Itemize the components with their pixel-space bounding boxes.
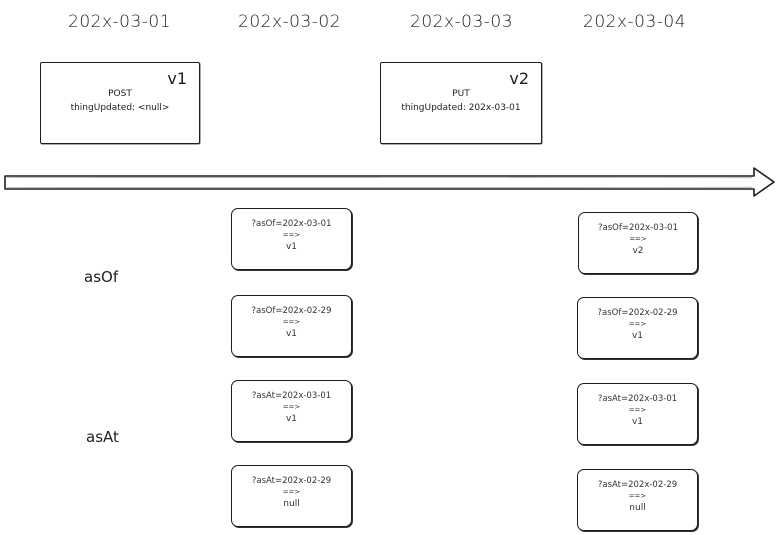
- query-text: ?asOf=202x-02-29: [597, 308, 678, 318]
- version-label: v1: [167, 69, 187, 88]
- arrow-text: ==>: [628, 406, 647, 414]
- query-text: ?asAt=202x-03-01: [251, 391, 332, 401]
- result-text: null: [629, 503, 646, 513]
- thing-updated: thingUpdated: <null>: [70, 103, 170, 113]
- result-text: v1: [285, 329, 298, 339]
- version-box-v2: v2 PUT thingUpdated: 202x-03-01: [380, 62, 542, 144]
- query-box: ?asAt=202x-03-01 ==> v1: [577, 383, 698, 445]
- query-box: ?asOf=202x-03-01 ==> v1: [231, 208, 352, 270]
- http-method: POST: [108, 89, 132, 99]
- query-text: ?asOf=202x-02-29: [251, 306, 332, 316]
- arrow-text: ==>: [628, 320, 647, 328]
- date-label-0301: 202x-03-01: [68, 12, 172, 32]
- query-box: ?asOf=202x-02-29 ==> v1: [231, 295, 352, 357]
- arrow-text: ==>: [282, 318, 301, 326]
- result-text: v1: [631, 331, 644, 341]
- http-method: PUT: [452, 89, 470, 99]
- version-box-v1: v1 POST thingUpdated: <null>: [40, 62, 200, 144]
- query-text: ?asAt=202x-02-29: [251, 476, 332, 486]
- thing-updated: thingUpdated: 202x-03-01: [401, 103, 521, 113]
- result-text: v1: [285, 242, 298, 252]
- result-text: v1: [631, 417, 644, 427]
- query-text: ?asOf=202x-03-01: [598, 223, 678, 233]
- result-text: v2: [632, 246, 644, 256]
- arrow-text: ==>: [282, 403, 301, 411]
- query-text: ?asOf=202x-03-01: [251, 219, 332, 229]
- arrow-text: ==>: [628, 492, 647, 500]
- arrow-text: ==>: [629, 235, 647, 243]
- date-label-0304: 202x-03-04: [583, 12, 687, 32]
- version-label: v2: [509, 69, 529, 88]
- query-box: ?asAt=202x-02-29 ==> null: [231, 465, 352, 527]
- query-text: ?asAt=202x-02-29: [597, 480, 678, 490]
- date-label-0303: 202x-03-03: [410, 12, 514, 32]
- query-box: ?asOf=202x-03-01 ==> v2: [578, 212, 698, 274]
- row-label-asat: asAt: [86, 428, 119, 446]
- arrow-text: ==>: [282, 488, 301, 496]
- query-text: ?asAt=202x-03-01: [597, 394, 678, 404]
- timeline-arrow-icon: [4, 167, 775, 197]
- result-text: null: [283, 499, 300, 509]
- query-box: ?asOf=202x-02-29 ==> v1: [577, 297, 698, 359]
- arrow-text: ==>: [282, 231, 301, 239]
- row-label-asof: asOf: [84, 268, 119, 286]
- date-label-0302: 202x-03-02: [238, 12, 342, 32]
- result-text: v1: [285, 414, 298, 424]
- query-box: ?asAt=202x-02-29 ==> null: [577, 469, 698, 531]
- query-box: ?asAt=202x-03-01 ==> v1: [231, 380, 352, 442]
